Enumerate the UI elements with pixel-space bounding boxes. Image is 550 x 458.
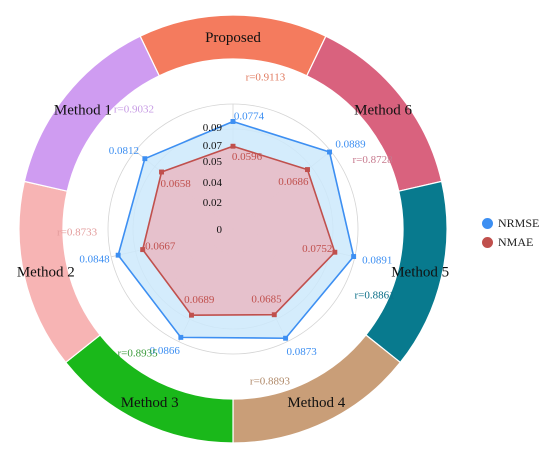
legend-swatch-nrmse: [482, 218, 493, 229]
series-point-nrmse-6: [115, 252, 121, 258]
value-label-nrmse-5: 0.0866: [150, 345, 181, 357]
method-label-method-2: Method 2: [17, 265, 75, 281]
series-point-nrmse-5: [178, 334, 184, 340]
series-point-nmae-2: [305, 167, 310, 173]
value-label-nrmse-2: 0.0889: [335, 138, 366, 150]
r-label-method-4: r=0.8893: [250, 376, 291, 388]
legend-swatch-nmae: [482, 237, 493, 248]
value-label-nmae-2: 0.0686: [278, 176, 309, 188]
radial-tick-3: 0.04: [203, 177, 223, 189]
value-label-nrmse-3: 0.0891: [362, 255, 392, 267]
series-point-nrmse-4: [283, 335, 289, 341]
method-label-method-5: Method 5: [391, 265, 449, 281]
r-label-method-1: r=0.9032: [114, 104, 154, 116]
value-label-nrmse-1: 0.0774: [234, 111, 265, 123]
series-point-nmae-5: [189, 312, 194, 318]
value-label-nmae-4: 0.0685: [251, 293, 282, 305]
value-label-nmae-1: 0.0596: [232, 151, 263, 163]
r-label-proposed: r=0.9113: [246, 71, 286, 83]
series-point-nmae-6: [140, 247, 146, 253]
series-area-nmae: [141, 145, 336, 317]
value-label-nmae-3: 0.0752: [302, 243, 332, 255]
method-label-method-3: Method 3: [121, 395, 179, 411]
radial-tick-6: 0.09: [203, 122, 223, 134]
r-label-method-3: r=0.8935: [118, 347, 159, 359]
method-label-proposed: Proposed: [205, 30, 261, 46]
value-label-nmae-5: 0.0689: [184, 294, 215, 306]
method-label-method-4: Method 4: [287, 395, 345, 411]
legend-item-nrmse: NRMSE: [482, 214, 539, 233]
series-point-nmae-7: [159, 169, 164, 175]
value-label-nmae-6: 0.0667: [145, 241, 176, 253]
r-label-method-6: r=0.8728: [352, 154, 393, 166]
legend-label-nrmse: NRMSE: [498, 216, 540, 230]
legend: NRMSE NMAE: [482, 214, 539, 252]
radar-series: [115, 119, 357, 341]
radial-tick-5: 0.07: [203, 140, 223, 152]
method-label-method-6: Method 6: [354, 102, 412, 118]
series-point-nrmse-7: [142, 156, 148, 162]
radial-tick-1: 0: [217, 224, 223, 236]
method-label-method-1: Method 1: [54, 102, 112, 118]
series-point-nrmse-3: [351, 254, 357, 259]
radial-tick-4: 0.05: [203, 156, 223, 168]
radial-tick-2: 0.02: [203, 197, 222, 209]
series-point-nrmse-2: [327, 149, 332, 155]
legend-item-nmae: NMAE: [482, 233, 539, 252]
ring-segment-method-1: [23, 35, 161, 192]
series-point-nrmse-1: [230, 119, 236, 124]
value-label-nrmse-4: 0.0873: [287, 346, 318, 358]
series-point-nmae-1: [230, 143, 236, 149]
legend-label-nmae: NMAE: [498, 235, 534, 249]
value-label-nrmse-7: 0.0812: [109, 145, 139, 157]
value-label-nrmse-6: 0.0848: [79, 253, 110, 265]
series-point-nmae-4: [271, 312, 277, 318]
radar-labels: 0 0.02 0.04 0.05 0.07 0.09 0.0774 0.0889 0.0891 0…: [57, 71, 395, 387]
r-label-method-5: r=0.8861: [354, 290, 394, 302]
series-point-nmae-3: [332, 249, 338, 255]
r-label-method-2: r=0.8733: [57, 226, 98, 238]
value-label-nmae-7: 0.0658: [160, 178, 191, 190]
